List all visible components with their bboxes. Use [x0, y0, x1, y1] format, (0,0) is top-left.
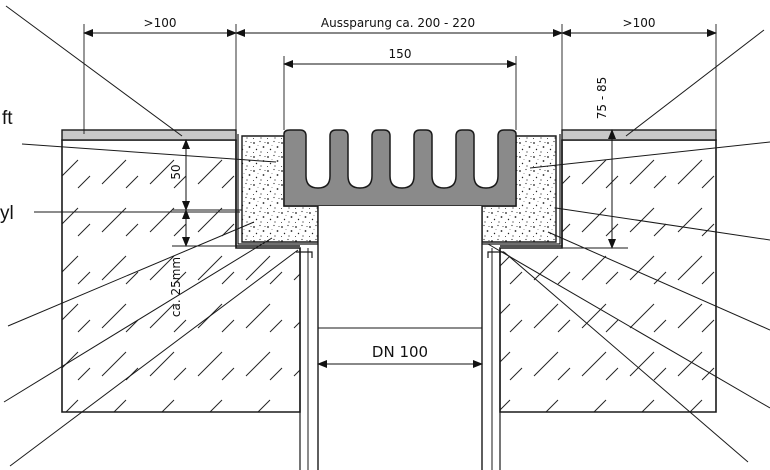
pipe-flange-left: [296, 251, 313, 258]
recess-edge-right: [500, 140, 563, 247]
leader-lines: [3, 5, 770, 467]
dim-lower-layer: ca. 25mm: [169, 257, 183, 317]
floor-cover-right: [561, 129, 717, 141]
dim-recess: Aussparung ca. 200 - 220: [321, 16, 475, 30]
dimension-extension-lines: [83, 24, 717, 134]
pipe-flange-right: [487, 251, 504, 258]
dim-channel-width: 150: [389, 47, 412, 61]
dim-left-margin: >100: [144, 16, 177, 30]
callout-left-1: ft: [2, 108, 13, 129]
dim-pipe: DN 100: [372, 343, 428, 361]
outlet-pipe: [317, 206, 483, 470]
dim-height-range: 75 - 85: [595, 77, 609, 120]
dim-upper-layer: 50: [169, 164, 183, 179]
floor-cover-left: [61, 129, 237, 141]
drainage-channel: [283, 129, 517, 207]
callout-left-2: yl: [0, 203, 14, 224]
dim-right-margin: >100: [623, 16, 656, 30]
